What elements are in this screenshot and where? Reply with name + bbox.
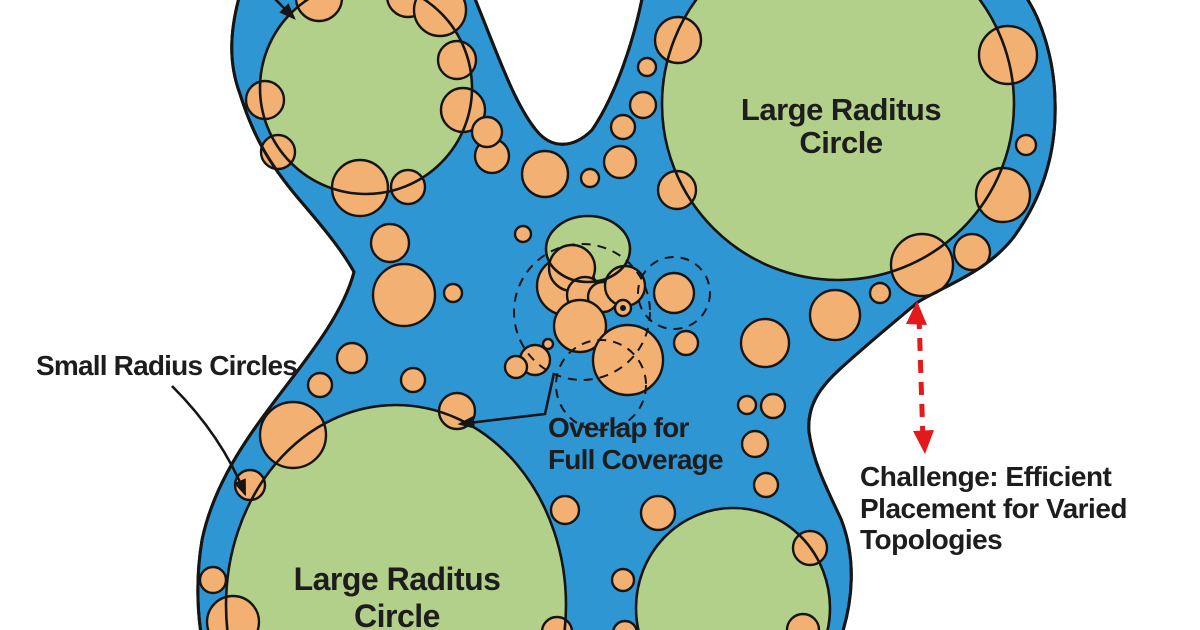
label-challenge-line2: Placement for Varied (860, 493, 1127, 524)
large-radius-circles-layer (226, 0, 1014, 630)
small-radius-circle-58 (785, 612, 821, 630)
small-radius-circle-32 (868, 281, 892, 305)
small-radius-circle-34 (739, 317, 791, 369)
small-radius-circle-10 (389, 168, 427, 206)
challenge-red-dashed-arrow (916, 315, 926, 442)
small-radius-circle-51 (752, 471, 780, 499)
small-radius-circle-15 (306, 371, 334, 399)
large-radius-circle-3-outline (544, 214, 632, 284)
label-challenge-line3: Topologies (860, 524, 1002, 555)
small-radius-circle-9 (330, 158, 390, 218)
large-radius-circle-5 (636, 508, 830, 630)
small-radius-pointer-arrow (171, 385, 247, 497)
small-radius-circle-23 (636, 56, 658, 78)
large-radius-circle-4-outline (224, 403, 568, 630)
small-radius-circle-59 (258, 400, 328, 470)
label-large-radius-top-line1: Large Raditus (741, 92, 941, 127)
small-radius-circle-53 (610, 567, 636, 593)
coverage-region-outline (196, 0, 1057, 630)
small-radius-circle-21 (609, 113, 637, 141)
red-arrowhead-up-icon (906, 301, 927, 325)
small-radius-circle-16 (399, 366, 427, 394)
small-radius-circle-18 (520, 149, 570, 199)
coverage-dashed-circle-2 (637, 256, 711, 330)
small-radius-circle-35 (736, 394, 758, 416)
label-challenge-line1: Challenge: Efficient (860, 461, 1112, 492)
small-radius-circle-1 (294, 0, 344, 23)
small-radius-circle-57 (612, 619, 638, 630)
label-overlap-line2: Full Coverage (548, 444, 723, 475)
large-radius-outlines-layer (224, 0, 1016, 630)
label-large-radius-bottom-line2: Circle (354, 598, 440, 630)
overlap-coverage-dashed-layer (513, 243, 711, 431)
large-radius-circle-5-outline (634, 506, 832, 630)
small-radius-circle-19 (579, 167, 601, 189)
small-radius-circle-25 (656, 169, 698, 211)
coverage-dashed-circle-1 (513, 243, 651, 381)
small-radius-circle-14 (335, 341, 369, 375)
small-radius-circle-26 (513, 224, 533, 244)
small-radius-circle-12 (371, 262, 437, 328)
small-radius-circle-24 (653, 15, 703, 65)
small-radius-circle-22 (628, 90, 658, 120)
small-radius-circle-11 (369, 222, 411, 264)
small-radius-circle-13 (442, 282, 464, 304)
label-small-radius-circles: Small Radius Circles (36, 350, 297, 381)
small-radius-circle-42 (552, 298, 608, 354)
small-radius-circle-20 (602, 144, 638, 180)
red-arrowhead-down-icon (913, 430, 934, 454)
small-radius-circle-33 (808, 288, 862, 342)
overlap-pointer-arrow (457, 372, 556, 429)
small-radius-circle-54 (639, 494, 677, 532)
small-radius-circle-44 (591, 323, 665, 397)
coverage-dashed-circle-3 (555, 339, 647, 431)
small-radius-circle-29 (974, 166, 1032, 224)
label-large-radius-bottom-line1: Large Raditus (294, 561, 501, 597)
small-radius-circle-28 (1014, 133, 1038, 157)
small-radius-circle-50 (740, 429, 770, 459)
small-radius-circle-36 (759, 392, 787, 420)
small-radius-circles-layer (198, 0, 1039, 630)
large-radius-circle-2-outline (660, 0, 1016, 282)
small-radius-circle-46 (503, 354, 529, 380)
small-radius-circle-48 (652, 271, 696, 315)
small-radius-circle-62 (198, 565, 228, 595)
small-radius-circle-63 (205, 594, 261, 630)
large-radius-circle-2 (662, 0, 1014, 280)
small-radius-circle-55 (549, 494, 581, 526)
small-radius-circle-49 (672, 329, 700, 357)
small-radius-circle-30 (952, 232, 992, 272)
label-overlap-line1: Overlap for (548, 412, 689, 443)
large-radius-circle-1 (260, 0, 472, 194)
label-large-radius-top-line2: Circle (799, 125, 882, 160)
top-edge-pointer-arrow (274, 0, 296, 20)
circle-center-dot (620, 305, 626, 311)
large-radius-circle-1-outline (258, 0, 474, 196)
small-radius-circle-4 (244, 79, 286, 121)
small-radius-circle-17 (470, 115, 504, 149)
small-radius-circle-47 (541, 337, 555, 351)
